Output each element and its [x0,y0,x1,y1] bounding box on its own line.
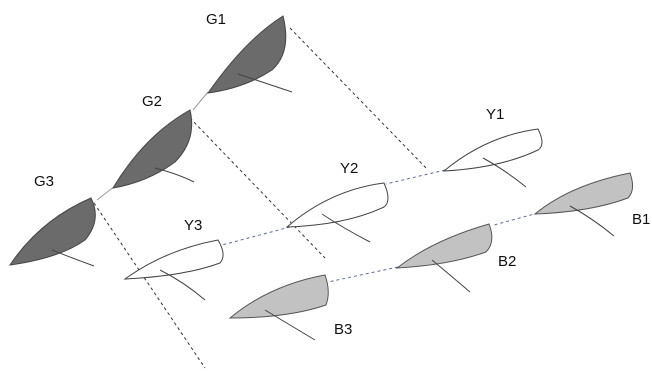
connector-b2-b3 [327,266,399,283]
boat-b1 [533,172,634,237]
connector-g2-g3 [96,185,116,201]
boat-y2 [285,182,389,243]
label-b2: B2 [498,253,516,270]
connector-b1-b2 [493,212,539,226]
label-b1: B1 [632,211,650,228]
label-b3: B3 [334,321,352,338]
boat-g1 [206,15,293,94]
label-y2: Y2 [340,160,358,177]
boat-g3 [8,197,96,267]
reference-line-g2-y2 [189,117,326,259]
connector-y2-y3 [221,226,291,246]
label-g2: G2 [142,93,162,110]
reference-line-g1-y1 [289,27,429,171]
label-y3: Y3 [184,217,202,234]
boat-y3 [123,239,224,301]
boat-y1 [442,128,543,188]
connector-g1-g2 [192,91,209,111]
connector-y1-y2 [385,169,446,185]
boat-b3 [228,274,329,341]
label-y1: Y1 [486,106,504,123]
label-g1: G1 [206,11,226,28]
label-g3: G3 [34,173,54,190]
boat-b2 [395,223,493,293]
boat-g2 [112,109,195,189]
